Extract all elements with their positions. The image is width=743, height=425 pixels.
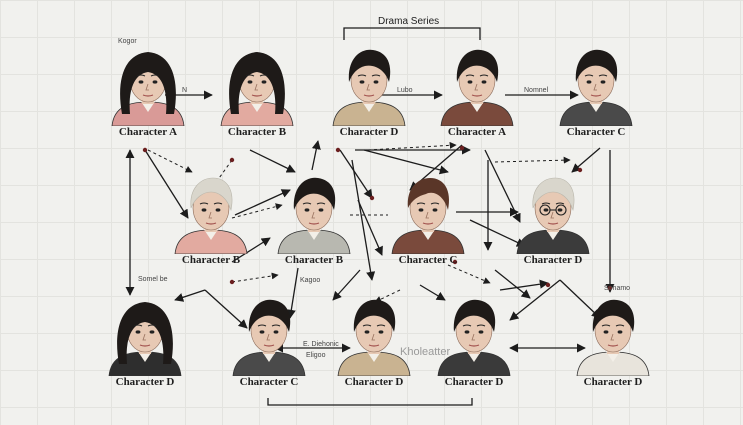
character-portrait-icon bbox=[174, 177, 248, 254]
character-portrait-icon bbox=[391, 178, 465, 254]
character-node: Character D bbox=[95, 290, 195, 388]
dash-8 bbox=[231, 272, 279, 283]
character-portrait-icon bbox=[108, 302, 182, 376]
character-node: Character C bbox=[219, 290, 319, 388]
link-annotation: Sohamo bbox=[604, 285, 631, 292]
character-label: Character A bbox=[118, 126, 178, 138]
character-label: Character C bbox=[566, 126, 626, 138]
character-portrait-icon bbox=[516, 177, 590, 254]
dash-4 bbox=[367, 141, 457, 151]
character-portrait-icon bbox=[220, 52, 294, 126]
link-1 bbox=[144, 149, 189, 219]
character-portrait-icon bbox=[277, 177, 351, 254]
character-portrait-icon bbox=[332, 49, 406, 126]
link-22 bbox=[332, 269, 361, 301]
character-node: Character C bbox=[546, 40, 646, 138]
character-node: Character B bbox=[161, 168, 261, 266]
diagram-title: Drama Series bbox=[378, 16, 440, 27]
character-node: Character A bbox=[98, 40, 198, 138]
link-25 bbox=[499, 279, 549, 291]
character-node: Character B bbox=[207, 40, 307, 138]
link-annotation: Lubo bbox=[397, 87, 413, 94]
link-19 bbox=[174, 289, 206, 302]
character-node: Character A bbox=[427, 40, 527, 138]
link-4 bbox=[339, 149, 373, 199]
link-annotation: E. Diehonic bbox=[303, 341, 339, 348]
character-portrait-icon bbox=[437, 299, 511, 376]
link-24 bbox=[494, 269, 531, 299]
link-annotation: Kagoo bbox=[300, 277, 321, 284]
link-14 bbox=[231, 237, 271, 263]
watermark-text: Kholeatter bbox=[400, 346, 451, 358]
character-portrait-icon bbox=[111, 52, 185, 126]
dash-7 bbox=[447, 264, 491, 284]
character-label: Character B bbox=[181, 254, 241, 266]
character-node: Character D bbox=[319, 40, 419, 138]
link-3 bbox=[311, 140, 321, 171]
link-annotation: N bbox=[182, 87, 188, 94]
character-label: Character D bbox=[523, 254, 583, 266]
bottom-bracket bbox=[267, 398, 473, 406]
link-20 bbox=[204, 289, 248, 329]
character-node: Character D bbox=[424, 290, 524, 388]
character-portrait-icon bbox=[559, 49, 633, 126]
character-node: Character D bbox=[563, 290, 663, 388]
character-label: Character B bbox=[284, 254, 344, 266]
character-label: Character C bbox=[398, 254, 458, 266]
character-label: Character A bbox=[447, 126, 507, 138]
link-15 bbox=[234, 189, 291, 216]
link-21 bbox=[286, 267, 299, 319]
character-portrait-icon bbox=[440, 49, 514, 126]
dash-9 bbox=[374, 289, 401, 303]
link-27 bbox=[559, 279, 601, 319]
link-2 bbox=[249, 149, 296, 173]
character-label: Character B bbox=[227, 126, 287, 138]
link-annotation: Somel be bbox=[138, 276, 168, 283]
link-annotation: Kogor bbox=[118, 38, 137, 45]
character-label: Character D bbox=[115, 376, 175, 388]
link-26 bbox=[509, 279, 561, 321]
link-23 bbox=[419, 284, 446, 301]
link-5 bbox=[351, 159, 376, 281]
character-label: Character C bbox=[239, 376, 299, 388]
character-node: Character C bbox=[378, 168, 478, 266]
character-label: Character D bbox=[339, 126, 399, 138]
character-node: Character B bbox=[264, 168, 364, 266]
character-label: Character D bbox=[344, 376, 404, 388]
link-18 bbox=[469, 219, 526, 247]
dash-1 bbox=[147, 149, 193, 173]
link-annotation: Nomnel bbox=[524, 87, 549, 94]
character-portrait-icon bbox=[232, 299, 306, 376]
character-portrait-icon bbox=[576, 299, 650, 376]
link-11 bbox=[571, 147, 601, 173]
link-7 bbox=[363, 149, 449, 175]
dash-3 bbox=[231, 203, 283, 219]
link-annotation: Eligoo bbox=[306, 352, 326, 359]
title-bracket bbox=[343, 27, 481, 40]
character-portrait-icon bbox=[337, 299, 411, 376]
link-16 bbox=[357, 199, 383, 256]
dash-5 bbox=[494, 156, 571, 164]
character-label: Character D bbox=[444, 376, 504, 388]
character-node: Character D bbox=[324, 290, 424, 388]
character-label: Character D bbox=[583, 376, 643, 388]
character-node: Character D bbox=[503, 168, 603, 266]
